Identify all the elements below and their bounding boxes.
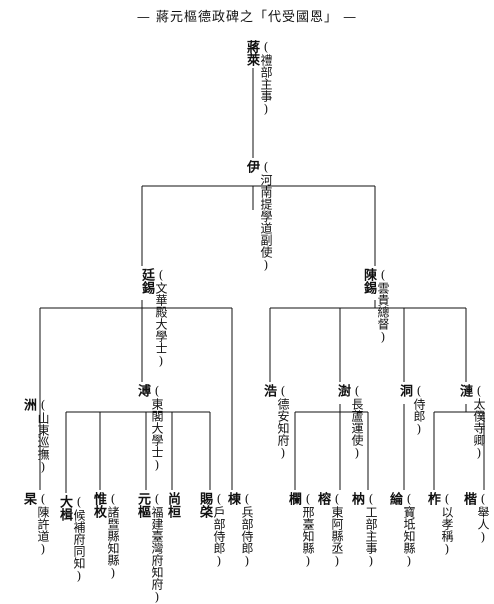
- diagram-title: — 蔣元樞德政碑之「代受國恩」 —: [136, 10, 358, 25]
- person-title: (禮部主事): [259, 40, 273, 116]
- person-name: 尚桓: [165, 492, 180, 518]
- person-name: 浩: [261, 384, 276, 397]
- person-name: 大楫: [57, 495, 72, 521]
- person-title: (雲貴總督): [376, 268, 390, 344]
- person-name: 洲: [21, 398, 36, 411]
- person-name: 蔣萊: [244, 40, 259, 66]
- person-name: 柞: [425, 492, 440, 505]
- person-name: 陳錫: [361, 268, 376, 294]
- person-title: (東閣大學士): [150, 384, 164, 472]
- person-node-c5: 尚桓: [165, 492, 180, 518]
- person-name: 枘: [349, 492, 364, 505]
- person-title: (邢臺知縣): [301, 492, 315, 568]
- person-title: (長蘆運使): [350, 384, 364, 460]
- person-node-b1: 浩(德安知府): [261, 384, 290, 460]
- person-name: 溥: [135, 384, 150, 397]
- person-node-d1: 欄(邢臺知縣): [286, 492, 315, 568]
- person-name: 棟: [225, 492, 240, 505]
- person-title: (侍郎): [412, 384, 426, 436]
- person-title: (兵部侍郎): [240, 492, 254, 568]
- person-title: (太僕寺卿): [472, 384, 486, 460]
- person-node-d3: 枘(工部主事): [349, 492, 378, 568]
- person-node-a2: 溥(東閣大學士): [135, 384, 164, 472]
- person-node-a1: 洲(山東巡撫): [21, 398, 50, 474]
- person-title: (寶坻知縣): [402, 492, 416, 568]
- person-node-g1: 蔣萊(禮部主事): [244, 40, 273, 116]
- person-node-c3: 惟枚(諸暨縣知縣): [91, 492, 120, 580]
- person-name: 元樞: [135, 492, 150, 518]
- person-title: (山東巡撫): [36, 398, 50, 474]
- person-title: (東阿縣丞): [330, 492, 344, 568]
- person-name: 澍: [335, 384, 350, 397]
- person-node-c7: 棟(兵部侍郎): [225, 492, 254, 568]
- person-title: (舉人): [476, 492, 490, 544]
- person-node-a: 廷錫(文華殿大學士): [139, 268, 168, 368]
- person-name: 惟枚: [91, 492, 106, 518]
- person-node-c4: 元樞(福建臺灣府知府): [135, 492, 164, 604]
- person-node-g2: 伊(河南提學道副使): [244, 160, 273, 272]
- person-node-c1: 杲(陳許道): [21, 492, 50, 556]
- person-title: (諸暨縣知縣): [106, 492, 120, 580]
- person-title: (福建臺灣府知府): [150, 492, 164, 604]
- person-node-c6: 賜棨(戶部侍郎): [197, 492, 226, 568]
- person-title: (文華殿大學士): [154, 268, 168, 368]
- person-name: 楷: [461, 492, 476, 505]
- person-name: 賜棨: [197, 492, 212, 518]
- person-name: 伊: [244, 160, 259, 173]
- person-node-b2: 澍(長蘆運使): [335, 384, 364, 460]
- person-name: 杲: [21, 492, 36, 505]
- person-title: (河南提學道副使): [259, 160, 273, 272]
- person-title: (候補府同知): [72, 495, 86, 583]
- person-node-c2: 大楫(候補府同知): [57, 495, 86, 583]
- person-title: (工部主事): [364, 492, 378, 568]
- person-name: 廷錫: [139, 268, 154, 294]
- person-node-b: 陳錫(雲貴總督): [361, 268, 390, 344]
- person-title: (德安知府): [276, 384, 290, 460]
- person-node-d4: 綸(寶坻知縣): [387, 492, 416, 568]
- person-node-b3: 洞(侍郎): [397, 384, 426, 436]
- person-name: 洞: [397, 384, 412, 397]
- person-name: 欄: [286, 492, 301, 505]
- person-node-d5: 柞(以孝稱): [425, 492, 454, 556]
- person-name: 綸: [387, 492, 402, 505]
- person-name: 漣: [457, 384, 472, 397]
- person-title: (戶部侍郎): [212, 492, 226, 568]
- person-node-d2: 榕(東阿縣丞): [315, 492, 344, 568]
- person-title: (陳許道): [36, 492, 50, 556]
- person-node-b4: 漣(太僕寺卿): [457, 384, 486, 460]
- person-node-d6: 楷(舉人): [461, 492, 490, 544]
- person-name: 榕: [315, 492, 330, 505]
- person-title: (以孝稱): [440, 492, 454, 556]
